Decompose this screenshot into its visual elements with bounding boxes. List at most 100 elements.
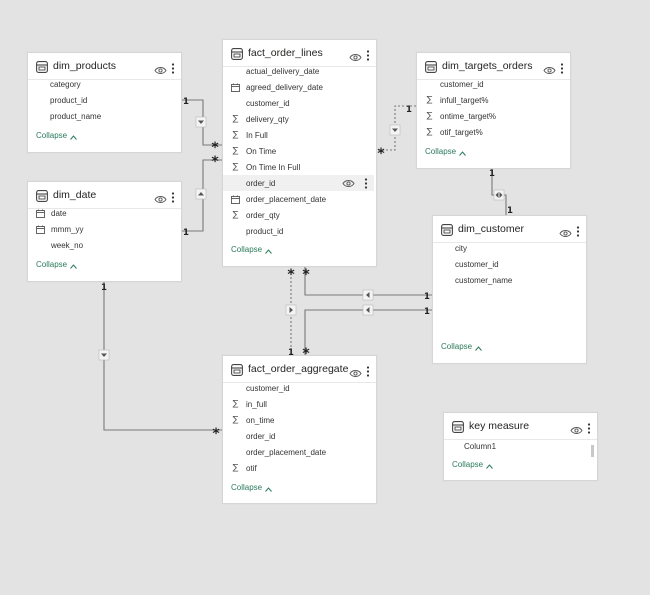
field-row[interactable]: city xyxy=(433,240,584,256)
relationship-direction-marker[interactable] xyxy=(362,289,374,301)
collapse-button[interactable]: Collapse xyxy=(452,460,494,469)
field-row[interactable]: Column1 xyxy=(444,438,595,454)
more-options-icon[interactable] xyxy=(576,224,580,237)
field-row[interactable]: customer_id xyxy=(223,380,374,396)
cardinality-many-label: * xyxy=(212,426,220,442)
relationship-line[interactable] xyxy=(304,265,432,296)
more-options-icon[interactable] xyxy=(366,48,370,61)
relationship-direction-marker[interactable] xyxy=(493,189,505,201)
relationship-direction-marker[interactable] xyxy=(362,304,374,316)
field-row[interactable]: ∑infull_target% xyxy=(417,92,568,108)
field-row[interactable]: mmm_yy xyxy=(28,221,179,237)
field-row[interactable]: customer_name xyxy=(433,272,584,288)
field-row[interactable]: ∑ order_qty xyxy=(223,207,374,223)
relationship-direction-marker[interactable] xyxy=(195,116,207,128)
relationship-line[interactable] xyxy=(375,105,416,151)
more-options-icon[interactable] xyxy=(171,61,175,74)
field-row[interactable]: customer_id xyxy=(417,76,568,92)
table-header[interactable]: fact_order_lines xyxy=(223,40,376,67)
field-row[interactable]: ∑On Time xyxy=(223,143,374,159)
more-options-icon[interactable] xyxy=(366,364,370,377)
eye-icon[interactable] xyxy=(570,422,583,434)
field-name: category xyxy=(50,79,81,89)
field-row[interactable]: date xyxy=(28,205,179,221)
collapse-button[interactable]: Collapse xyxy=(425,147,467,156)
field-name: order_qty xyxy=(246,210,280,220)
field-row[interactable]: category xyxy=(28,76,179,92)
cardinality-one-label: 1 xyxy=(489,169,495,179)
field-row[interactable]: customer_id xyxy=(433,256,584,272)
cardinality-one-label: 1 xyxy=(424,307,430,317)
calendar-icon xyxy=(231,83,240,92)
scrollbar[interactable] xyxy=(591,445,594,457)
sigma-icon: ∑ xyxy=(232,209,239,220)
table-header[interactable]: dim_customer xyxy=(433,216,586,243)
field-row[interactable]: order_placement_date xyxy=(223,444,374,460)
field-row[interactable]: product_id xyxy=(28,92,179,108)
field-row[interactable]: product_name xyxy=(28,108,179,124)
field-row[interactable]: order_id xyxy=(223,428,374,444)
table-header[interactable]: fact_order_aggregate xyxy=(223,356,376,383)
relationship-direction-marker[interactable] xyxy=(98,349,110,361)
table-header[interactable]: dim_products xyxy=(28,53,181,80)
eye-icon[interactable] xyxy=(349,365,362,377)
more-options-icon[interactable] xyxy=(560,61,564,74)
relationship-line[interactable] xyxy=(491,167,507,215)
collapse-button[interactable]: Collapse xyxy=(231,483,273,492)
relationship-direction-marker[interactable] xyxy=(195,188,207,200)
field-tools xyxy=(342,178,368,189)
field-name: order_id xyxy=(246,178,276,188)
field-row[interactable]: customer_id xyxy=(223,95,374,111)
table-header[interactable]: key measure xyxy=(444,413,597,440)
collapse-button[interactable]: Collapse xyxy=(231,245,273,254)
field-row[interactable]: week_no xyxy=(28,237,179,253)
field-row[interactable]: ∑In Full xyxy=(223,127,374,143)
relationship-line[interactable] xyxy=(103,280,222,431)
field-row[interactable]: order_placement_date xyxy=(223,191,374,207)
field-row[interactable]: ∑On Time In Full xyxy=(223,159,374,175)
field-row[interactable]: ∑ontime_target% xyxy=(417,108,568,124)
more-options-icon[interactable] xyxy=(364,178,368,189)
sigma-icon: ∑ xyxy=(426,94,433,105)
chevron-up-icon xyxy=(70,133,78,140)
field-row[interactable]: ∑on_time xyxy=(223,412,374,428)
field-row[interactable]: ∑in_full xyxy=(223,396,374,412)
field-row[interactable]: ∑delivery_qty xyxy=(223,111,374,127)
relationship-direction-marker[interactable] xyxy=(389,124,401,136)
eye-icon[interactable] xyxy=(349,49,362,61)
eye-icon[interactable] xyxy=(543,62,556,74)
relationship-line[interactable] xyxy=(304,309,432,355)
field-name: otif xyxy=(246,463,257,473)
field-row[interactable]: agreed_delivery_date xyxy=(223,79,374,95)
sigma-icon: ∑ xyxy=(232,161,239,172)
table-header[interactable]: dim_date xyxy=(28,182,181,209)
cardinality-many-label: * xyxy=(211,140,219,156)
relationship-line[interactable] xyxy=(180,159,222,232)
collapse-button[interactable]: Collapse xyxy=(441,342,483,351)
more-options-icon[interactable] xyxy=(587,421,591,434)
field-row[interactable]: ∑otif_target% xyxy=(417,124,568,140)
table-header[interactable]: dim_targets_orders xyxy=(417,53,570,80)
field-row[interactable]: product_id xyxy=(223,223,374,239)
field-row[interactable]: order_id xyxy=(223,175,374,191)
field-row[interactable]: ∑otif xyxy=(223,460,374,476)
eye-icon[interactable] xyxy=(154,191,167,203)
eye-icon[interactable] xyxy=(342,179,355,188)
field-row[interactable]: actual_delivery_date xyxy=(223,63,374,79)
collapse-button[interactable]: Collapse xyxy=(36,131,78,140)
eye-icon[interactable] xyxy=(559,225,572,237)
relationship-direction-marker[interactable] xyxy=(285,304,297,316)
collapse-button[interactable]: Collapse xyxy=(36,260,78,269)
relationship-line[interactable] xyxy=(180,99,222,146)
more-options-icon[interactable] xyxy=(171,190,175,203)
chevron-up-icon xyxy=(475,344,483,351)
eye-icon[interactable] xyxy=(154,62,167,74)
